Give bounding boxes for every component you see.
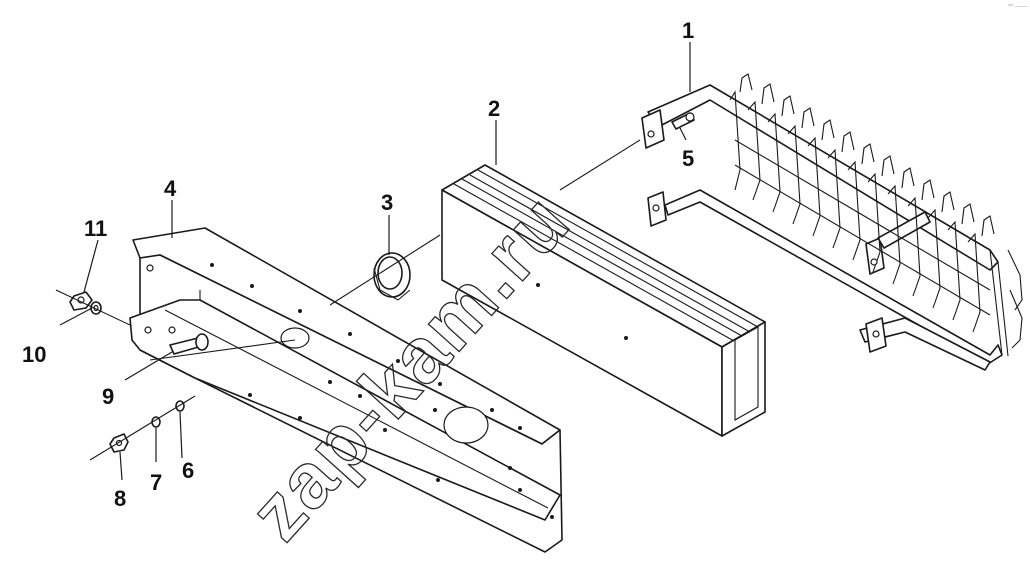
callout-labels: 1 2 3 4 5 6 7 8 9 10 11 bbox=[22, 18, 694, 511]
part-6-washer bbox=[175, 400, 185, 412]
callout-3: 3 bbox=[381, 190, 393, 215]
callout-4: 4 bbox=[164, 176, 177, 201]
leader-lines bbox=[55, 42, 691, 481]
callout-10: 10 bbox=[22, 342, 46, 367]
corner-mark: ^^ —— bbox=[1008, 4, 1027, 10]
callout-2: 2 bbox=[488, 96, 500, 121]
part-1-wire-cage bbox=[641, 73, 1023, 371]
part-4-mounting-bracket bbox=[129, 227, 563, 553]
part-8-nut bbox=[109, 433, 129, 453]
part-9-bolt bbox=[169, 333, 209, 355]
callout-6: 6 bbox=[182, 458, 194, 483]
part-2-muffler-box bbox=[441, 164, 766, 437]
callout-9: 9 bbox=[102, 384, 114, 409]
callout-5: 5 bbox=[682, 146, 694, 171]
part-3-gasket-ring bbox=[373, 252, 411, 301]
part-11-nut bbox=[69, 291, 93, 311]
callout-7: 7 bbox=[150, 470, 162, 495]
callout-8: 8 bbox=[114, 486, 126, 511]
part-10-washer bbox=[90, 301, 102, 315]
callout-11: 11 bbox=[84, 216, 107, 241]
callout-1: 1 bbox=[682, 18, 694, 43]
part-5-bolt bbox=[671, 112, 695, 130]
